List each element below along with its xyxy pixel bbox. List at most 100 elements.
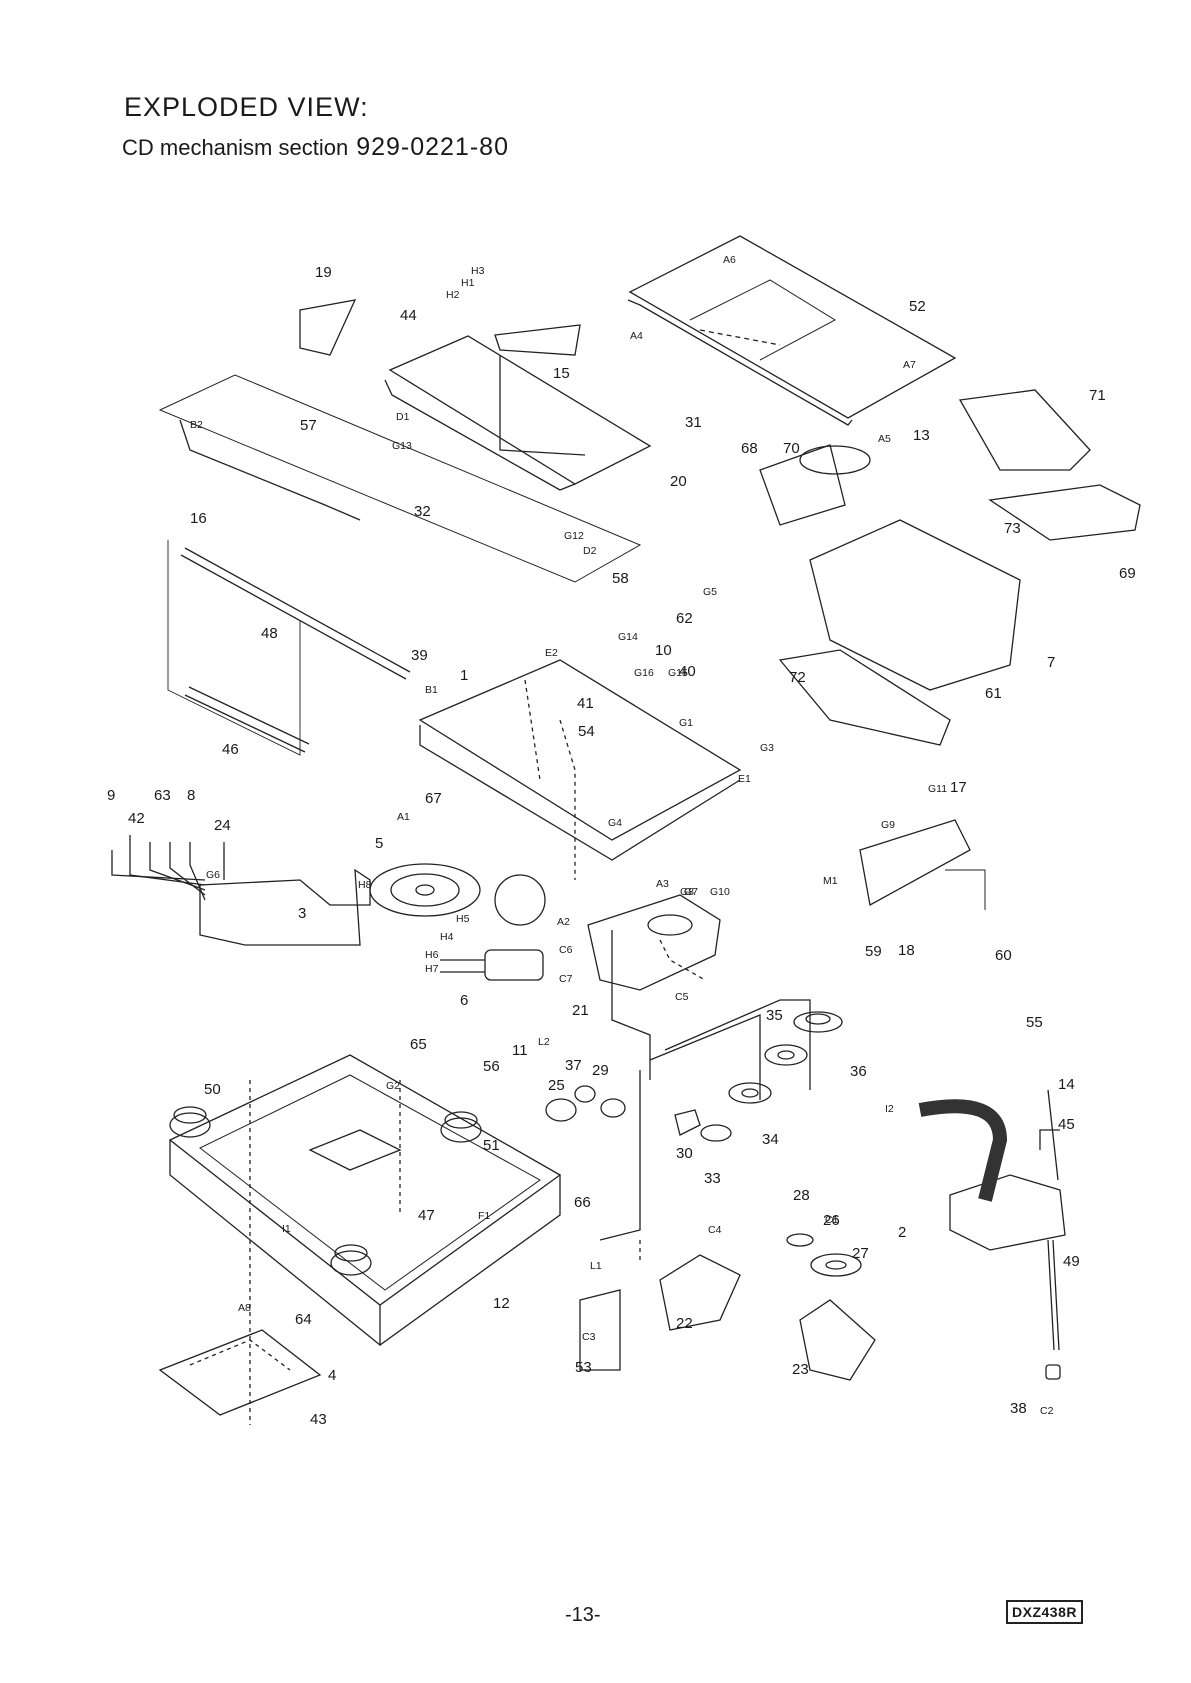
reference-label-c2: C2 (1040, 1405, 1054, 1417)
gear-35-shape (764, 1044, 808, 1066)
part-label-47: 47 (418, 1207, 435, 1224)
part-label-37: 37 (565, 1057, 582, 1074)
reference-label-g10: G10 (710, 886, 730, 898)
part-label-41: 41 (577, 695, 594, 712)
part-label-45: 45 (1058, 1116, 1075, 1133)
reference-label-d2: D2 (583, 545, 597, 557)
part-label-52: 52 (909, 298, 926, 315)
reference-label-c1: C1 (825, 1214, 839, 1226)
part-label-6: 6 (460, 992, 468, 1009)
section-part-number: 929-0221-80 (356, 133, 509, 161)
reference-label-e2: E2 (545, 647, 558, 659)
part-label-19: 19 (315, 264, 332, 281)
part-label-62: 62 (676, 610, 693, 627)
reference-label-g11: G11 (928, 783, 947, 795)
part-label-12: 12 (493, 1295, 510, 1312)
part-label-11: 11 (512, 1042, 528, 1059)
part-label-8: 8 (187, 787, 195, 804)
part-label-32: 32 (414, 503, 431, 520)
upper-clamper-plate-shape (388, 335, 652, 485)
part-label-1: 1 (460, 667, 468, 684)
gear-36-shape (793, 1011, 843, 1033)
part-label-54: 54 (578, 723, 595, 740)
part-label-21: 21 (572, 1002, 589, 1019)
reference-label-c6: C6 (559, 944, 573, 956)
part-label-55: 55 (1026, 1014, 1043, 1031)
part-label-18: 18 (898, 942, 915, 959)
optical-pickup-shape (949, 1174, 1066, 1251)
gear-33-shape (700, 1124, 732, 1142)
part-label-38: 38 (1010, 1400, 1027, 1417)
reference-label-a8: A8 (238, 1302, 251, 1314)
part-label-28: 28 (793, 1187, 810, 1204)
reference-label-g2: G2 (386, 1080, 400, 1092)
reference-label-b1: B1 (425, 684, 438, 696)
reference-label-a6: A6 (723, 254, 736, 266)
reference-label-c4: C4 (708, 1224, 722, 1236)
reference-label-g15: G15 (668, 667, 688, 679)
part-label-63: 63 (154, 787, 171, 804)
reference-label-f1: F1 (478, 1210, 490, 1222)
reference-label-b2: B2 (190, 419, 203, 431)
part-label-61: 61 (985, 685, 1002, 702)
part-label-7: 7 (1047, 654, 1055, 671)
top-cover-shape (628, 235, 957, 419)
page-subtitle: CD mechanism section 929-0221-80 (122, 133, 509, 162)
part-label-20: 20 (670, 473, 687, 490)
part-label-59: 59 (865, 943, 882, 960)
guide-shaft-shape (1047, 1239, 1055, 1351)
part-label-44: 44 (400, 307, 417, 324)
part-label-46: 46 (222, 741, 239, 758)
section-name: CD mechanism section (122, 135, 349, 160)
reference-label-g3: G3 (760, 742, 774, 754)
part-label-35: 35 (766, 1007, 783, 1024)
reference-label-g13: G13 (392, 440, 412, 452)
part-label-64: 64 (295, 1311, 312, 1328)
part-label-24: 24 (214, 817, 231, 834)
reference-label-l1: L1 (590, 1260, 602, 1272)
part-label-57: 57 (300, 417, 317, 434)
part-label-68: 68 (741, 440, 758, 457)
gear-34-shape (728, 1082, 772, 1104)
part-label-5: 5 (375, 835, 383, 852)
part-label-15: 15 (553, 365, 570, 382)
part-label-67: 67 (425, 790, 442, 807)
sled-motor-shape (484, 949, 544, 981)
reference-label-g16: G16 (634, 667, 654, 679)
part-label-25: 25 (548, 1077, 565, 1094)
part-label-65: 65 (410, 1036, 427, 1053)
reference-label-g12: G12 (564, 530, 584, 542)
part-label-13: 13 (913, 427, 930, 444)
reference-label-i2: I2 (885, 1103, 894, 1115)
part-label-17: 17 (950, 779, 967, 796)
lower-chassis-frame-shape (168, 1054, 562, 1306)
part-label-9: 9 (107, 787, 115, 804)
reference-label-a2: A2 (557, 916, 570, 928)
part-label-42: 42 (128, 810, 145, 827)
reference-label-e1: E1 (738, 773, 751, 785)
part-label-34: 34 (762, 1131, 779, 1148)
gear-25-shape (545, 1098, 577, 1122)
reference-label-m1: M1 (823, 875, 838, 887)
part-label-layer: 1234567891011121314151617181920212223242… (107, 254, 1136, 1428)
part-label-10: 10 (655, 642, 672, 659)
reference-label-h8: H8 (358, 879, 372, 891)
reference-label-g8: G8 (680, 886, 694, 898)
reference-label-g9: G9 (881, 819, 895, 831)
reference-label-g5: G5 (703, 586, 717, 598)
part-label-26: 26 (823, 1212, 840, 1229)
reference-label-g14: G14 (618, 631, 638, 643)
reference-label-a7: A7 (903, 359, 916, 371)
part-label-39: 39 (411, 647, 428, 664)
part-label-56: 56 (483, 1058, 500, 1075)
part-label-30: 30 (676, 1145, 693, 1162)
reference-label-h7: H7 (425, 963, 439, 975)
part-label-60: 60 (995, 947, 1012, 964)
part-label-31: 31 (685, 414, 702, 431)
part-label-36: 36 (850, 1063, 867, 1080)
part-label-43: 43 (310, 1411, 327, 1428)
reference-label-l2: L2 (538, 1036, 550, 1048)
reference-label-g6: G6 (206, 869, 220, 881)
reference-label-i1: I1 (282, 1223, 291, 1235)
reference-label-g7: G7 (684, 886, 698, 898)
